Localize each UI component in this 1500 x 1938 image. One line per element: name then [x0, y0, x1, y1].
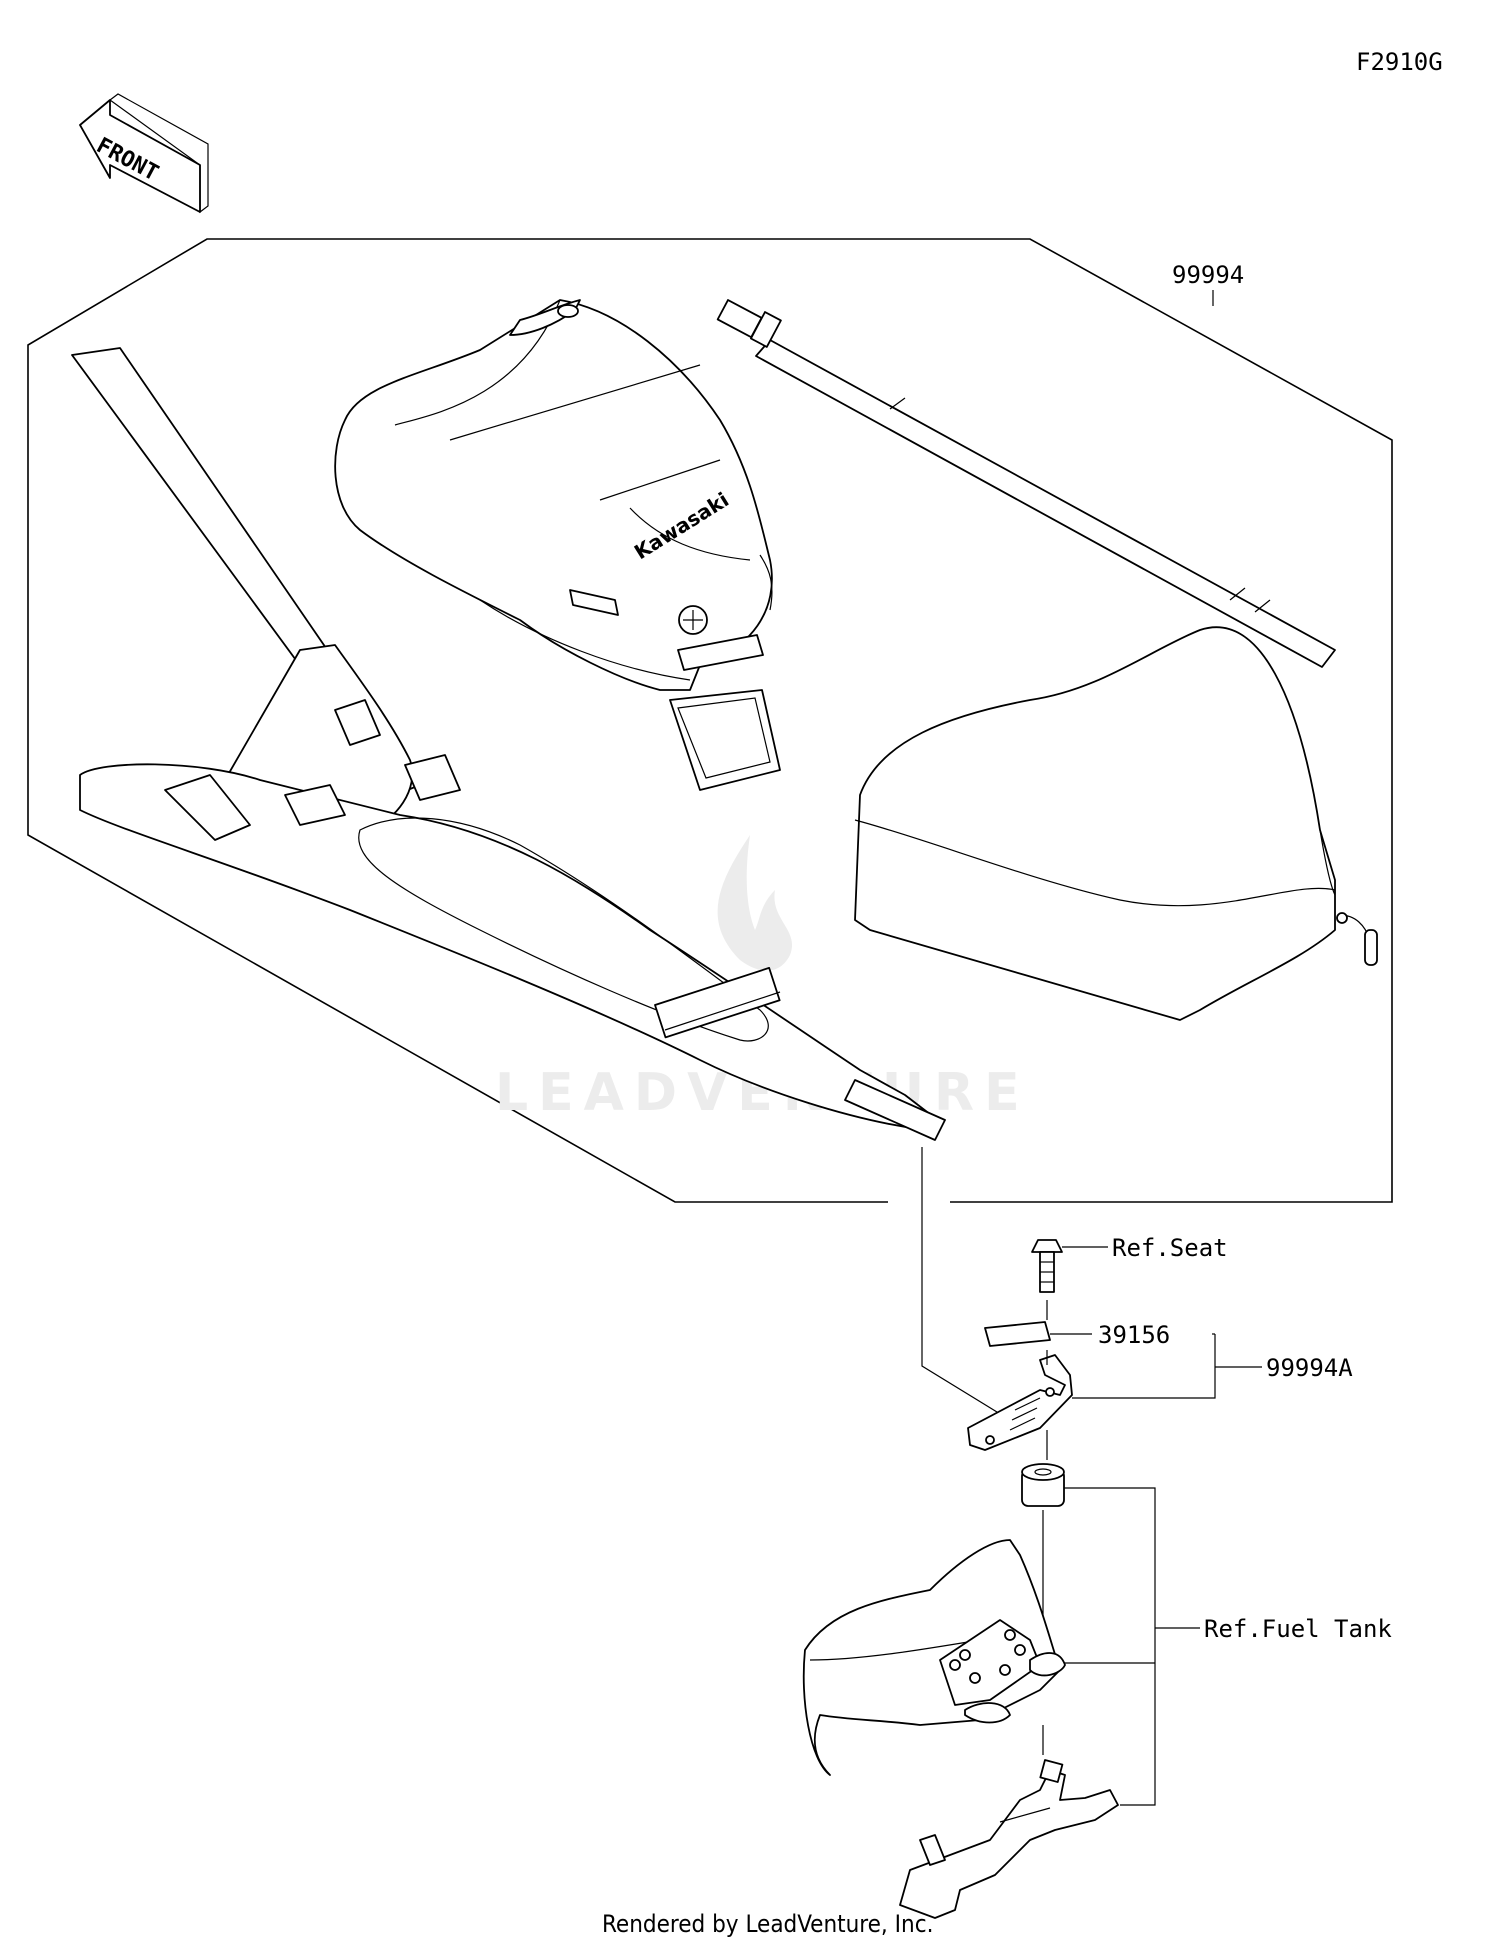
tank-bag: Kawasaki: [334, 299, 781, 791]
footer-credit: Rendered by LeadVenture, Inc.: [602, 1910, 933, 1938]
tank-harness: [71, 347, 946, 1141]
grommet-icon: [1021, 1463, 1065, 1507]
callout-ref-seat: Ref.Seat: [1112, 1234, 1228, 1262]
frame-bracket: [899, 1759, 1119, 1919]
callout-ref-fuel-tank: Ref.Fuel Tank: [1204, 1615, 1392, 1643]
callout-pad: 39156: [1098, 1321, 1170, 1349]
leader-harness: [921, 1147, 1011, 1421]
bracket: [967, 1354, 1073, 1451]
fuel-tank-callout-lines: [1064, 1487, 1156, 1806]
bracket-callout-lines: [1072, 1334, 1216, 1399]
bolt-icon: [1031, 1239, 1063, 1293]
callout-bracket-assy: 99994A: [1266, 1354, 1353, 1382]
fuel-tank: [802, 1539, 1066, 1776]
callout-kit-label: 99994: [1172, 261, 1244, 289]
kit-frame: [27, 238, 1393, 1203]
strap-long: [716, 299, 1336, 668]
pad: [984, 1321, 1051, 1347]
figure-code: F2910G: [1356, 48, 1443, 76]
callout-kit: 99994: [1172, 261, 1244, 306]
front-arrow-icon: FRONT: [79, 93, 209, 214]
seat-cover: [854, 626, 1378, 1021]
